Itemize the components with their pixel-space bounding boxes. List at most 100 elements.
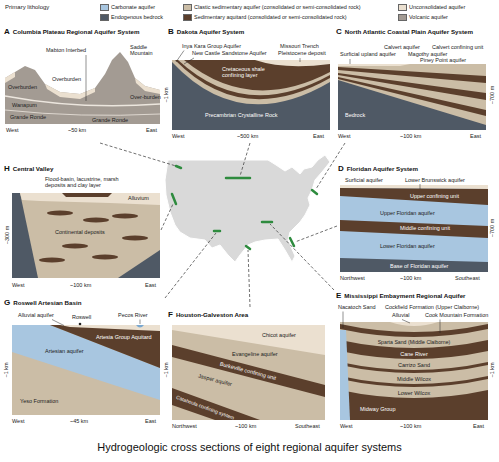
layer-label: Nacatoch Sand bbox=[338, 304, 376, 310]
legend-item: Volcanic aquifer bbox=[398, 14, 448, 21]
panel-heading: EMississippi Embayment Regional Aquifer bbox=[336, 291, 496, 302]
aquitard-layer bbox=[340, 322, 488, 359]
scale-label: ~1 km bbox=[3, 362, 9, 377]
leader-line bbox=[420, 184, 421, 189]
layer-label: Surficial upland aquifer bbox=[340, 51, 396, 57]
layer-label: Evangeline aquifer bbox=[232, 351, 278, 357]
clay-lens bbox=[83, 218, 109, 223]
town-dot bbox=[79, 323, 82, 326]
legend-text: Clastic sedimentary aquifer (consolidate… bbox=[194, 4, 361, 10]
aquitard-layer bbox=[340, 322, 488, 337]
bedrock-layer bbox=[172, 60, 330, 130]
layer-label: Cockfield Formation (Upper Claiborne) bbox=[385, 304, 479, 310]
carbonate-layer bbox=[340, 185, 488, 272]
leader-line bbox=[350, 59, 351, 64]
scale-label: ~100 km bbox=[400, 423, 421, 429]
scale-label: ~500 km bbox=[237, 133, 258, 139]
layer-label: Artesia Group Aquitard bbox=[96, 334, 152, 340]
direction-label: East bbox=[470, 133, 481, 139]
layer-label: Lower Brunswick aquifer bbox=[405, 177, 465, 183]
alluvium-layer bbox=[390, 322, 438, 326]
location-mark bbox=[176, 166, 181, 168]
scale-label: ~50 km bbox=[68, 127, 86, 133]
leader-line bbox=[176, 51, 184, 63]
direction-label: East bbox=[473, 423, 484, 429]
place-label: Roswell bbox=[72, 314, 91, 320]
direction-label: West bbox=[12, 418, 24, 424]
direction-label: Northwest bbox=[172, 423, 197, 429]
layer-label: Upper Floridan aquifer bbox=[380, 210, 435, 216]
bedrock-layer bbox=[118, 250, 160, 278]
layer-label: Overburden bbox=[8, 84, 37, 90]
direction-label: Southeast bbox=[295, 423, 320, 429]
dashed-leader bbox=[316, 143, 345, 189]
dashed-leader bbox=[240, 143, 250, 176]
layer-label: Grande Ronde bbox=[10, 114, 46, 120]
panel-heading: AColumbia Plateau Regional Aquifer Syste… bbox=[4, 27, 160, 38]
clay-lens bbox=[112, 214, 138, 219]
panel-letter: E bbox=[336, 292, 341, 301]
leader-line bbox=[343, 312, 344, 329]
clay-lens bbox=[39, 258, 65, 263]
legend-text: Sedimentary aquitard (consolidated or se… bbox=[194, 14, 347, 20]
aquifer-layer bbox=[340, 322, 488, 348]
layer-label: Middle Wilcox bbox=[397, 375, 431, 381]
direction-label: East bbox=[146, 127, 157, 133]
panel-heading: DFloridan Aquifer System bbox=[338, 164, 496, 175]
panel-letter: B bbox=[168, 28, 174, 37]
layer-label: Sparta Sand (Middle Claiborne) bbox=[378, 340, 451, 346]
layer-label: Cook Mountain Formation bbox=[425, 312, 488, 318]
direction-label: West bbox=[338, 133, 350, 139]
legend-item: Endogenous bedrock bbox=[100, 14, 163, 21]
panel-title: Floridan Aquifer System bbox=[347, 165, 418, 172]
clay-lens bbox=[62, 244, 88, 249]
aquitard-layer bbox=[340, 322, 488, 420]
clay-lens bbox=[122, 236, 148, 241]
direction-label: East bbox=[145, 418, 156, 424]
alluvium-layer bbox=[60, 325, 160, 331]
layer-label: Alluvium bbox=[128, 195, 149, 201]
bedrock-layer bbox=[338, 64, 486, 130]
legend-swatch bbox=[183, 4, 192, 11]
panel-letter: C bbox=[336, 28, 342, 37]
panel-letter: G bbox=[4, 299, 10, 308]
aquifer-layer bbox=[340, 322, 488, 370]
panel-title: Central Valley bbox=[13, 165, 54, 172]
aquitard-layer bbox=[340, 188, 488, 205]
panel-title: Columbia Plateau Regional Aquifer System bbox=[13, 28, 140, 35]
layer-label: Base of Floridan aquifer bbox=[390, 263, 448, 269]
layer-label: Carrizo Sand bbox=[398, 361, 430, 367]
alluvium-layer bbox=[20, 193, 160, 205]
aquitard-layer bbox=[338, 77, 486, 116]
layer-label: Wanapum bbox=[12, 102, 37, 108]
surficial-layer bbox=[338, 64, 410, 66]
layer-label: Chicot aquifer bbox=[262, 332, 296, 338]
direction-label: West bbox=[340, 423, 352, 429]
layer-label: Calvert aquifer bbox=[384, 44, 420, 50]
direction-label: West bbox=[6, 127, 18, 133]
sand-layer bbox=[340, 330, 350, 420]
location-mark bbox=[246, 246, 250, 249]
dashed-leader bbox=[161, 204, 173, 230]
layer-label: Yeso Formation bbox=[20, 398, 58, 404]
layer-label: Surficial aquifer bbox=[345, 177, 383, 183]
leader-line bbox=[402, 320, 410, 324]
panel-letter: A bbox=[4, 28, 10, 37]
leader-line bbox=[300, 58, 301, 62]
layer-label: Mabton Interbed bbox=[46, 47, 86, 53]
layer-label: Grande Ronde bbox=[92, 117, 128, 123]
layer-label: Cretaceous shale confining layer bbox=[222, 66, 282, 79]
layer-label: Cane River bbox=[400, 350, 428, 356]
panel-letter: F bbox=[168, 311, 173, 320]
legend-text: Unconsolidated aquifer bbox=[409, 4, 465, 10]
direction-label: Southeast bbox=[455, 275, 480, 281]
layer-label: Alluvial bbox=[392, 312, 409, 318]
base-layer bbox=[340, 258, 488, 272]
clay-lens bbox=[47, 211, 73, 216]
legend-text: Volcanic aquifer bbox=[409, 14, 448, 20]
scale-label: ~1 km bbox=[163, 87, 169, 102]
layer-label: Lower Wilcox bbox=[398, 389, 431, 395]
scale-label: ~700 m bbox=[489, 219, 495, 238]
aquifer-layer bbox=[340, 322, 488, 384]
panel-title: Roswell Artesian Basin bbox=[13, 299, 81, 306]
